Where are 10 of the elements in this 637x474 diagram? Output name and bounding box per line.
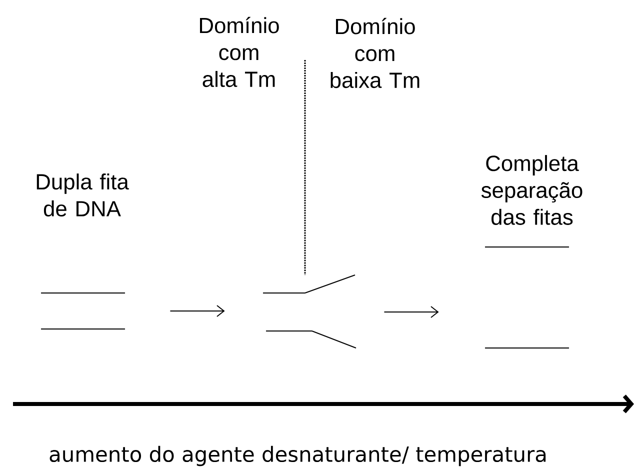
- axis-label: aumento do agente desnaturante/ temperatura: [50, 446, 546, 466]
- dna-strands-drawing: [484, 246, 570, 348]
- arrow: [170, 305, 225, 317]
- dna-strands-drawing: [262, 274, 356, 348]
- caption-text: Completa separação das fitas: [481, 155, 582, 225]
- caption-text: Dupla fita de DNA: [36, 173, 129, 216]
- arrow: [384, 306, 439, 318]
- caption-text: Domínio com baixa Tm: [330, 18, 420, 88]
- caption-text: Domínio com alta Tm: [200, 16, 279, 88]
- dna-strands-drawing: [40, 292, 126, 330]
